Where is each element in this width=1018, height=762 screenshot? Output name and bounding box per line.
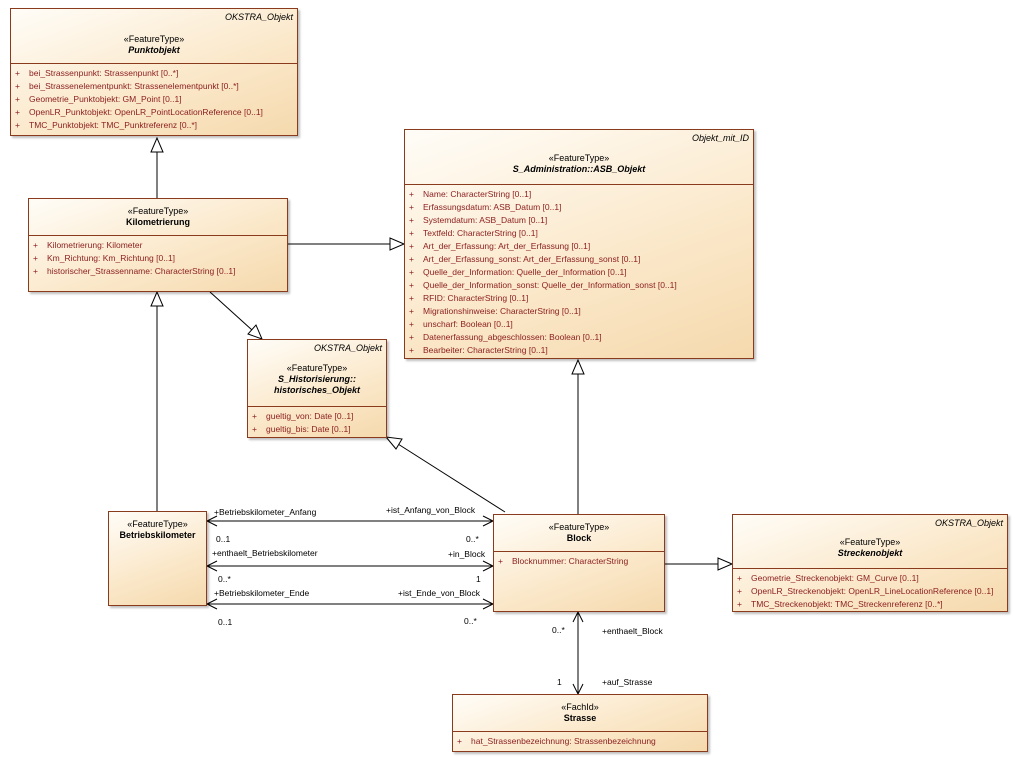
stereotype-label: «FachId» xyxy=(561,702,599,712)
attribute: +gueltig_von: Date [0..1] xyxy=(252,411,354,421)
stereotype-label: «FeatureType» xyxy=(839,537,901,547)
class-name: Betriebskilometer xyxy=(119,530,196,540)
attribute: +Migrationshinweise: CharacterString [0.… xyxy=(409,306,581,316)
class-punktobjekt[interactable]: OKSTRA_Objekt «FeatureType» Punktobjekt … xyxy=(10,8,298,136)
attribute: +Art_der_Erfassung: Art_der_Erfassung [0… xyxy=(409,241,591,251)
parent-label: Objekt_mit_ID xyxy=(691,133,749,143)
attribute: +Bearbeiter: CharacterString [0..1] xyxy=(409,345,548,355)
class-name-line-2: historisches_Objekt xyxy=(273,385,361,395)
role-label: +Betriebskilometer_Anfang xyxy=(214,507,317,517)
attribute-list: +gueltig_von: Date [0..1] +gueltig_bis: … xyxy=(248,406,386,436)
generalization-arrowhead xyxy=(247,324,263,340)
class-kilometrierung[interactable]: «FeatureType» Kilometrierung +Kilometrie… xyxy=(28,198,288,292)
class-name: Kilometrierung xyxy=(125,217,190,227)
attribute: +bei_Strassenelementpunkt: Strasseneleme… xyxy=(15,81,239,91)
class-streckenobjekt[interactable]: OKSTRA_Objekt «FeatureType» Streckenobje… xyxy=(732,514,1008,612)
multiplicity-label: 0..* xyxy=(552,625,565,635)
attribute-list: +Geometrie_Streckenobjekt: GM_Curve [0..… xyxy=(733,568,1007,611)
role-label: +enthaelt_Block xyxy=(602,626,663,636)
multiplicity-label: 0..* xyxy=(218,574,231,584)
attribute: +OpenLR_Streckenobjekt: OpenLR_LineLocat… xyxy=(737,586,994,596)
attribute: +Systemdatum: ASB_Datum [0..1] xyxy=(409,215,548,225)
role-label: +in_Block xyxy=(448,549,486,559)
role-label: +Betriebskilometer_Ende xyxy=(214,588,310,598)
attribute: +Quelle_der_Information_sonst: Quelle_de… xyxy=(409,280,677,290)
attribute: +Blocknummer: CharacterString xyxy=(498,556,629,566)
stereotype-label: «FeatureType» xyxy=(548,153,610,163)
role-label: +ist_Ende_von_Block xyxy=(398,588,480,598)
attribute: +Kilometrierung: Kilometer xyxy=(33,240,143,250)
generalization-kilometrierung-historisch xyxy=(209,291,253,331)
multiplicity-label: 0..1 xyxy=(216,534,231,544)
class-betriebskilometer[interactable]: «FeatureType» Betriebskilometer xyxy=(108,511,207,606)
class-name: Strasse xyxy=(563,713,597,723)
attribute: +Textfeld: CharacterString [0..1] xyxy=(409,228,538,238)
class-strasse[interactable]: «FachId» Strasse +hat_Strassenbezeichnun… xyxy=(452,694,708,752)
role-label: +auf_Strasse xyxy=(602,677,653,687)
attribute-list: +Kilometrierung: Kilometer +Km_Richtung:… xyxy=(29,235,287,278)
attribute: +unscharf: Boolean [0..1] xyxy=(409,319,513,329)
attribute: +OpenLR_Punktobjekt: OpenLR_PointLocatio… xyxy=(15,107,263,117)
class-name: Punktobjekt xyxy=(128,45,180,55)
attribute: +Km_Richtung: Km_Richtung [0..1] xyxy=(33,253,176,263)
stereotype-label: «FeatureType» xyxy=(127,519,188,529)
attribute: +TMC_Punktobjekt: TMC_Punktreferenz [0..… xyxy=(15,120,198,130)
attribute: +hat_Strassenbezeichnung: Strassenbezeic… xyxy=(457,736,656,746)
parent-label: OKSTRA_Objekt xyxy=(934,518,1003,528)
class-asb-objekt[interactable]: Objekt_mit_ID «FeatureType» S_Administra… xyxy=(404,129,754,359)
generalization-arrowhead xyxy=(389,237,406,251)
class-name: S_Administration::ASB_Objekt xyxy=(512,164,646,174)
stereotype-label: «FeatureType» xyxy=(548,522,610,532)
class-name: Block xyxy=(566,533,592,543)
multiplicity-label: 1 xyxy=(476,574,481,584)
role-label: +ist_Anfang_von_Block xyxy=(386,505,476,515)
class-name-line-1: S_Historisierung:: xyxy=(277,374,356,384)
attribute-list: +bei_Strassenpunkt: Strassenpunkt [0..*]… xyxy=(11,63,297,132)
class-historisches-objekt[interactable]: OKSTRA_Objekt «FeatureType» S_Historisie… xyxy=(247,339,387,438)
attribute: +Geometrie_Punktobjekt: GM_Point [0..1] xyxy=(15,94,182,104)
generalization-block-historisch xyxy=(397,443,506,513)
attribute-list: +Blocknummer: CharacterString xyxy=(494,551,664,568)
attribute: +Datenerfassung_abgeschlossen: Boolean [… xyxy=(409,332,602,342)
multiplicity-label: 0..* xyxy=(466,534,479,544)
stereotype-label: «FeatureType» xyxy=(127,206,189,216)
attribute: +Quelle_der_Information: Quelle_der_Info… xyxy=(409,267,627,277)
attribute: +historischer_Strassenname: CharacterStr… xyxy=(33,266,236,276)
parent-label: OKSTRA_Objekt xyxy=(224,12,293,22)
multiplicity-label: 1 xyxy=(557,677,562,687)
attribute: +TMC_Streckenobjekt: TMC_Streckenreferen… xyxy=(737,599,943,609)
attribute-list: +hat_Strassenbezeichnung: Strassenbezeic… xyxy=(453,731,707,748)
generalization-arrowhead xyxy=(384,436,403,450)
role-label: +enthaelt_Betriebskilometer xyxy=(212,548,318,558)
class-block[interactable]: «FeatureType» Block +Blocknummer: Charac… xyxy=(493,514,665,612)
generalization-arrowhead xyxy=(571,358,585,375)
attribute: +gueltig_bis: Date [0..1] xyxy=(252,424,351,434)
attribute: +Erfassungsdatum: ASB_Datum [0..1] xyxy=(409,202,562,212)
generalization-arrowhead xyxy=(717,557,734,571)
stereotype-label: «FeatureType» xyxy=(123,34,185,44)
attribute-list: +Name: CharacterString [0..1] +Erfassung… xyxy=(405,184,753,357)
parent-label: OKSTRA_Objekt xyxy=(313,343,382,353)
multiplicity-label: 0..* xyxy=(464,616,477,626)
class-name: Streckenobjekt xyxy=(837,548,903,558)
multiplicity-label: 0..1 xyxy=(218,617,233,627)
stereotype-label: «FeatureType» xyxy=(286,363,348,373)
attribute: +Art_der_Erfassung_sonst: Art_der_Erfass… xyxy=(409,254,641,264)
generalization-arrowhead xyxy=(150,290,164,307)
attribute: +Geometrie_Streckenobjekt: GM_Curve [0..… xyxy=(737,573,919,583)
generalization-arrowhead xyxy=(150,136,164,153)
attribute: +RFID: CharacterString [0..1] xyxy=(409,293,529,303)
attribute: +bei_Strassenpunkt: Strassenpunkt [0..*] xyxy=(15,68,179,78)
attribute: +Name: CharacterString [0..1] xyxy=(409,189,532,199)
